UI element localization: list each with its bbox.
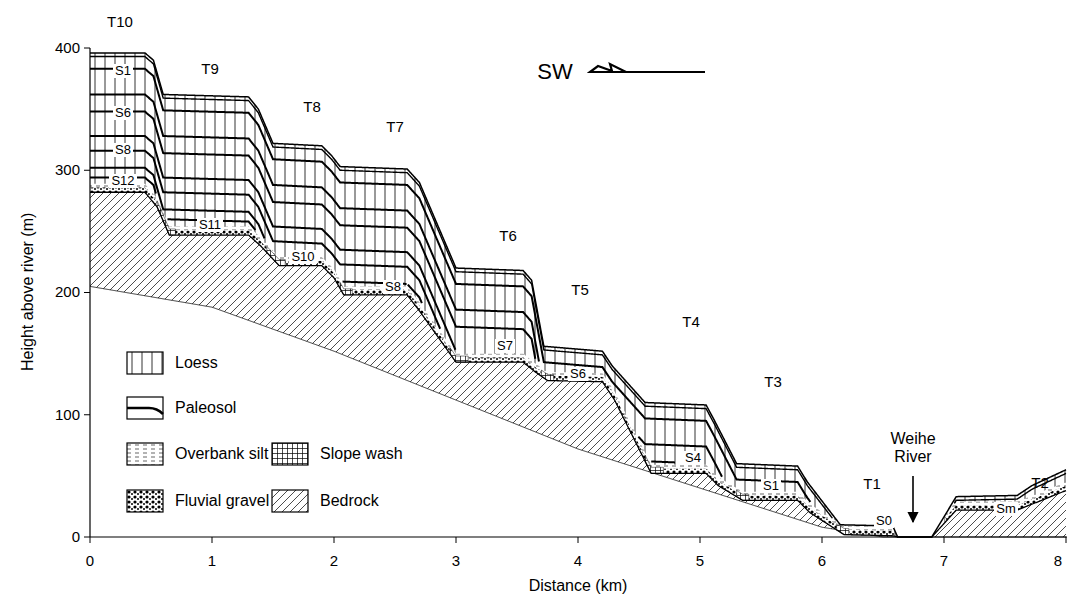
paleosol-line: [90, 57, 1066, 519]
axis-title: Height above river (m): [19, 213, 37, 371]
x-tick: [212, 537, 213, 543]
legend-swatch: [127, 490, 163, 512]
terrace-label: T2: [1031, 475, 1049, 492]
axis-title: Distance (km): [529, 577, 628, 595]
terrace-label: T5: [571, 282, 589, 299]
cross-section: [90, 53, 1066, 537]
paleosol-label: S10: [289, 250, 316, 264]
x-tick: [578, 537, 579, 543]
paleosol-label: S6: [113, 106, 133, 120]
tick-label: 1: [208, 553, 216, 570]
y-tick: [84, 414, 90, 415]
slope-wash: [541, 370, 553, 381]
paleosol-label: S7: [495, 339, 515, 353]
legend-text: Overbank silt: [175, 445, 268, 463]
tick-label: 0: [72, 529, 80, 546]
slope-wash: [340, 282, 352, 295]
paleosol-line: [90, 151, 440, 329]
bedrock-base: [90, 286, 1066, 537]
terrace-label: T6: [499, 228, 517, 245]
tick-label: 0: [86, 553, 94, 570]
legend: [127, 352, 308, 512]
paleosol-label: S4: [683, 451, 703, 465]
tick-label: 4: [574, 553, 582, 570]
x-tick: [456, 537, 457, 543]
tick-label: 300: [55, 162, 80, 179]
paleosol-line: [90, 94, 722, 476]
tick-label: 3: [452, 553, 460, 570]
tick-label: 200: [55, 284, 80, 301]
paleosol-label: S11: [197, 218, 223, 232]
y-tick: [84, 292, 90, 293]
legend-text: Loess: [175, 354, 218, 372]
legend-swatch: [127, 352, 163, 374]
y-tick: [84, 170, 90, 171]
river-label: Weihe River: [883, 430, 943, 465]
overbank-silt: [90, 184, 1066, 531]
terrace-label: T4: [682, 314, 700, 331]
paleosol-label: S1: [113, 64, 133, 78]
river-arrow: [912, 476, 914, 522]
x-tick: [822, 537, 823, 543]
legend-swatch: [272, 490, 308, 512]
terrace-label: T8: [303, 99, 321, 116]
ground-surface: [90, 53, 1066, 537]
legend-text: Slope wash: [320, 445, 403, 463]
paleosol-label: Sm: [994, 502, 1018, 516]
slope-wash: [157, 201, 175, 235]
axes: [84, 48, 1067, 543]
slope-wash: [450, 348, 468, 363]
terrace-label: T9: [201, 61, 219, 78]
tick-label: 5: [696, 553, 704, 570]
legend-swatch: [127, 397, 163, 419]
paleosol-label: S1: [761, 479, 781, 493]
legend-text: Bedrock: [320, 492, 379, 510]
slope-wash: [645, 455, 663, 473]
terrace-label: T7: [386, 119, 404, 136]
strath-surface: [90, 192, 1066, 537]
tick-label: 2: [330, 553, 338, 570]
paleosol-label: S12: [109, 174, 136, 188]
tick-label: 8: [1054, 553, 1062, 570]
fluvial-gravel: [90, 187, 1066, 536]
terrace-label: T3: [764, 374, 782, 391]
direction-arrow: [590, 64, 705, 72]
legend-text: Paleosol: [175, 399, 236, 417]
terrace-label: T10: [107, 14, 133, 31]
tick-label: 100: [55, 407, 80, 424]
legend-text: Fluvial gravel: [175, 492, 269, 510]
paleosol-line: [90, 168, 422, 303]
x-tick: [1066, 537, 1067, 543]
x-tick: [700, 537, 701, 543]
tick-label: 7: [940, 553, 948, 570]
direction-label: SW: [537, 60, 572, 84]
y-tick: [84, 537, 90, 538]
paleosol-line: [90, 69, 810, 502]
terrace-label: T1: [863, 476, 881, 493]
legend-swatch: [272, 443, 308, 465]
paleosol-label: S0: [874, 514, 894, 528]
x-tick: [90, 537, 91, 543]
paleosol-label: S8: [383, 280, 403, 294]
paleosol-label: S6: [568, 367, 588, 381]
tick-label: 400: [55, 40, 80, 57]
y-tick: [84, 48, 90, 49]
loess: [90, 53, 1066, 537]
x-tick: [334, 537, 335, 543]
paleosol-label: S8: [113, 143, 133, 157]
tick-label: 6: [818, 553, 826, 570]
axis-ticks: [84, 48, 1066, 543]
x-tick: [944, 537, 945, 543]
slope-wash: [737, 491, 749, 501]
paleosol-line: [90, 112, 675, 463]
legend-swatch: [127, 443, 163, 465]
